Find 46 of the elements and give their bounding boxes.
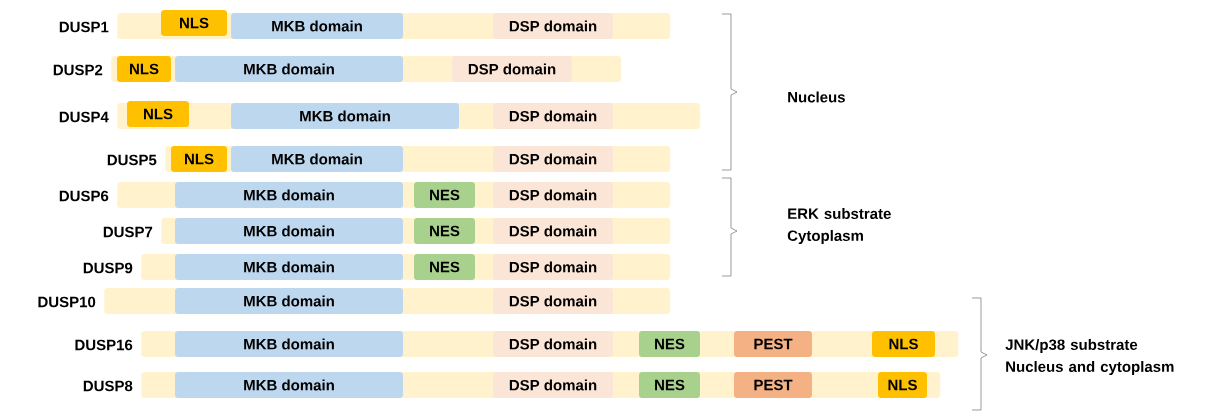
domain-box: NES bbox=[414, 254, 475, 280]
domain-box: NES bbox=[639, 331, 700, 357]
domain-box: MKB domain bbox=[175, 372, 403, 398]
domain-box: PEST bbox=[734, 372, 812, 398]
domain-box: DSP domain bbox=[493, 13, 613, 39]
domain-box: NES bbox=[414, 182, 475, 208]
protein-label: DUSP4 bbox=[59, 111, 109, 123]
domain-box: MKB domain bbox=[231, 13, 403, 39]
protein-label: DUSP7 bbox=[103, 226, 153, 238]
group-label: ERK substrate Cytoplasm bbox=[787, 208, 891, 244]
protein-label: DUSP6 bbox=[59, 190, 109, 202]
domain-box: NLS bbox=[127, 101, 189, 127]
domain-box: DSP domain bbox=[452, 56, 572, 82]
domain-box: NLS bbox=[878, 372, 927, 398]
domain-box: DSP domain bbox=[493, 103, 613, 129]
protein-label: DUSP10 bbox=[38, 296, 96, 308]
domain-box: NLS bbox=[171, 146, 227, 172]
domain-box: MKB domain bbox=[175, 254, 403, 280]
domain-box: DSP domain bbox=[493, 182, 613, 208]
domain-box: DSP domain bbox=[493, 288, 613, 314]
domain-box: NLS bbox=[161, 10, 227, 36]
protein-label: DUSP2 bbox=[53, 64, 103, 76]
domain-box: MKB domain bbox=[231, 146, 403, 172]
domain-box: NES bbox=[639, 372, 700, 398]
domain-box: DSP domain bbox=[493, 218, 613, 244]
domain-box: DSP domain bbox=[493, 331, 613, 357]
protein-label: DUSP1 bbox=[59, 21, 109, 33]
group-label: Nucleus bbox=[788, 91, 845, 103]
domain-box: PEST bbox=[734, 331, 812, 357]
domain-box: MKB domain bbox=[231, 103, 459, 129]
group-label: JNK/p38 substrate Nucleus and cytoplasm bbox=[1005, 339, 1174, 375]
domain-box: MKB domain bbox=[175, 218, 403, 244]
domain-box: DSP domain bbox=[493, 146, 613, 172]
domain-box: MKB domain bbox=[175, 56, 403, 82]
domain-box: DSP domain bbox=[493, 372, 613, 398]
domain-box: MKB domain bbox=[175, 182, 403, 208]
domain-box: NLS bbox=[117, 56, 171, 82]
protein-label: DUSP8 bbox=[83, 380, 133, 392]
domain-box: MKB domain bbox=[175, 331, 403, 357]
protein-label: DUSP9 bbox=[83, 262, 133, 274]
protein-label: DUSP5 bbox=[107, 154, 157, 166]
domain-box: MKB domain bbox=[175, 288, 403, 314]
domain-box: NES bbox=[414, 218, 475, 244]
domain-box: DSP domain bbox=[493, 254, 613, 280]
domain-box: NLS bbox=[872, 331, 935, 357]
protein-label: DUSP16 bbox=[75, 339, 133, 351]
